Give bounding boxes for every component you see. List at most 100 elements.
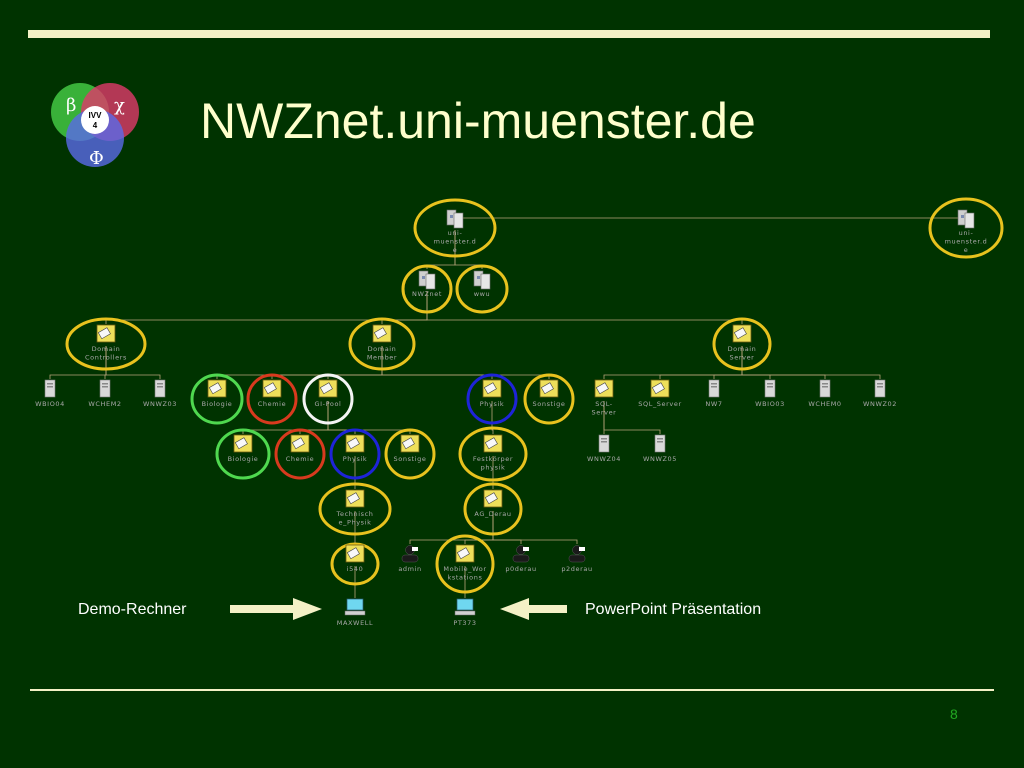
ring-bio2 [215, 428, 271, 480]
label-sqls: SQL-Server [592, 400, 617, 417]
label-wnwz05: WNWZ05 [643, 455, 677, 463]
server-icon [764, 379, 776, 398]
ring-fest [458, 426, 528, 482]
label-bio1: Biologie [202, 400, 233, 408]
node-admin: admin [398, 545, 421, 573]
ring-ds [712, 317, 772, 371]
ring-i540 [330, 542, 380, 586]
edge-ds-wnwz02 [741, 346, 881, 379]
node-bio1: Biologie [190, 373, 244, 425]
ou-icon [594, 379, 614, 398]
node-wwu: wwu [455, 264, 509, 314]
ou-icon [483, 434, 503, 453]
label-i540: i540 [347, 565, 364, 573]
logo-ivv: IVV [89, 111, 103, 120]
label-p0: p0derau [505, 565, 536, 573]
label-agderau: AG_Derau [474, 510, 511, 518]
label-wchem2: WCHEM2 [88, 400, 121, 408]
ring-agderau [463, 482, 523, 536]
edge-nwznet-ds [426, 291, 743, 324]
label-maxwell: MAXWELL [337, 619, 373, 627]
label-p2: p2derau [561, 565, 592, 573]
label-sonst1: Sonstige [533, 400, 566, 408]
user-icon [401, 545, 419, 563]
label-nwznet: NWZnet [412, 290, 442, 298]
ring-dc [65, 317, 147, 371]
node-sonst1: Sonstige [523, 373, 575, 425]
label-gpool: GI-Pool [315, 400, 342, 408]
edge-agderau-p2 [492, 511, 578, 544]
edge-dm-sonst1 [381, 346, 550, 379]
computer-icon [344, 598, 366, 616]
label-chem2: Chemie [286, 455, 314, 463]
label-nw7: NW7 [705, 400, 722, 408]
node-wnwz04: WNWZ04 [587, 434, 620, 463]
label-admin: admin [398, 565, 421, 573]
node-chem1: Chemie [246, 373, 298, 425]
ring-chem2 [274, 428, 326, 480]
node-nw7: NW7 [705, 379, 722, 408]
demo-arrow [230, 598, 322, 620]
label-sql2: SQL_Server [638, 400, 681, 408]
ou-icon [539, 379, 559, 398]
node-nwznet: NWZnet [401, 264, 453, 314]
ou-icon [483, 489, 503, 508]
ou-icon [318, 379, 338, 398]
ou-icon [233, 434, 253, 453]
slide-title: NWZnet.uni-muenster.de [200, 93, 756, 149]
ring-uni2 [928, 197, 1004, 259]
node-sqls: SQL-Server [592, 379, 617, 417]
user-icon [512, 545, 530, 563]
server-icon [874, 379, 886, 398]
ou-icon [372, 324, 392, 343]
logo-four: 4 [93, 121, 98, 130]
label-wchem0: WCHEM0 [808, 400, 841, 408]
node-wnwz02: WNWZ02 [863, 379, 897, 408]
ring-wwu [455, 264, 509, 314]
demo-label: Demo-Rechner [78, 601, 187, 618]
label-sonst2: Sonstige [394, 455, 427, 463]
ring-sonst2 [384, 428, 436, 480]
tree-edges [49, 217, 966, 598]
computer-icon [454, 598, 476, 616]
ring-phys1 [466, 373, 518, 425]
label-phys2: Physik [343, 455, 367, 463]
edge-gpool-sonst2 [327, 401, 411, 434]
label-phys1: Physik [480, 400, 504, 408]
label-wnwz03: WNWZ03 [143, 400, 177, 408]
ou-icon [482, 379, 502, 398]
ou-icon [732, 324, 752, 343]
bottom-rule [30, 689, 994, 691]
server-icon [44, 379, 56, 398]
label-wbio03: WBIO03 [755, 400, 785, 408]
ou-icon [650, 379, 670, 398]
label-wnwz02: WNWZ02 [863, 400, 897, 408]
logo-beta: β [66, 95, 76, 116]
ou-icon [345, 489, 365, 508]
server-icon [654, 434, 666, 453]
node-wbio03: WBIO03 [755, 379, 785, 408]
logo-phi: Φ [89, 148, 104, 169]
edge-sqls-wnwz05 [603, 401, 661, 434]
node-maxwell: MAXWELL [337, 598, 373, 627]
label-chem1: Chemie [258, 400, 286, 408]
label-wwu: wwu [474, 290, 491, 298]
ring-gpool [302, 373, 354, 425]
logo-chi: χ [114, 95, 125, 116]
node-sonst2: Sonstige [384, 428, 436, 480]
ring-tech [318, 482, 392, 536]
ppt-arrow [500, 598, 567, 620]
ppt-label: PowerPoint Präsentation [585, 601, 762, 618]
